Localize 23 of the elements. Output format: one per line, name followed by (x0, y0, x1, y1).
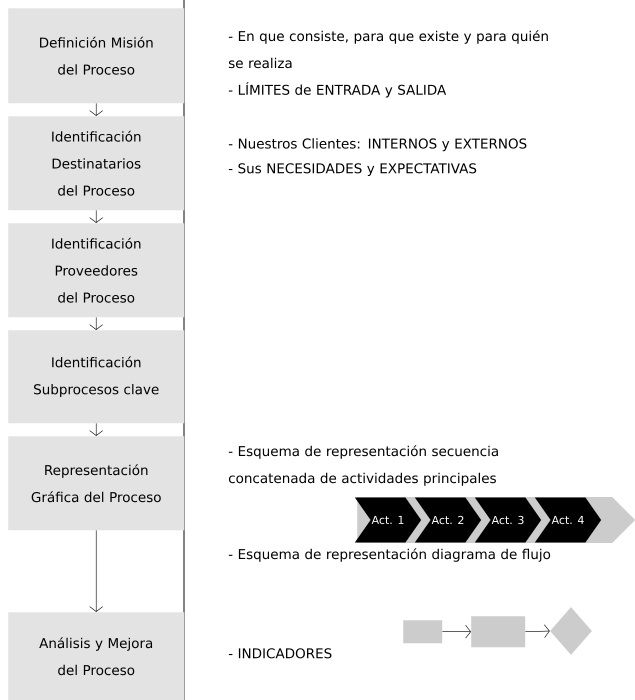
bullet-text: - Nuestros Clientes: INTERNOS y EXTERNOS (228, 138, 526, 152)
bullet-text: - Esquema de representación secuencia concatenada de actividades principales (228, 445, 498, 486)
arrow (442, 624, 471, 638)
arrow (89, 530, 103, 612)
process-box: Identificación Destinatarios del Proceso (8, 116, 184, 210)
process-box: Definición Misión del Proceso (8, 8, 184, 104)
bullet-text: - INDICADORES (228, 648, 332, 658)
process-step: Act. 3 (474, 498, 542, 542)
process-box (403, 620, 442, 644)
process-box (471, 616, 526, 648)
arrow (525, 624, 550, 638)
process-box: Representación Gráfica del Proceso (8, 436, 184, 530)
bullet-text: - Sus NECESIDADES y EXPECTATIVAS (228, 163, 476, 176)
process-box: Identificación Subprocesos clave (8, 330, 184, 424)
process-box: Análisis y Mejora del Proceso (8, 612, 184, 700)
process-step: Act. 4 (534, 498, 602, 542)
bullet-text: - Esquema de representación diagrama de flujo (228, 548, 550, 562)
process-step: Act. 1 (354, 498, 422, 542)
process-box: Identificación Proveedores del Proceso (8, 223, 184, 318)
decision-diamond (550, 607, 592, 655)
process-step: Act. 2 (414, 498, 482, 542)
bullet-text: - LÍMITES de ENTRADA y SALIDA (228, 82, 446, 98)
bullet-text: - En que consiste, para que existe y para quién se realiza (228, 30, 548, 68)
